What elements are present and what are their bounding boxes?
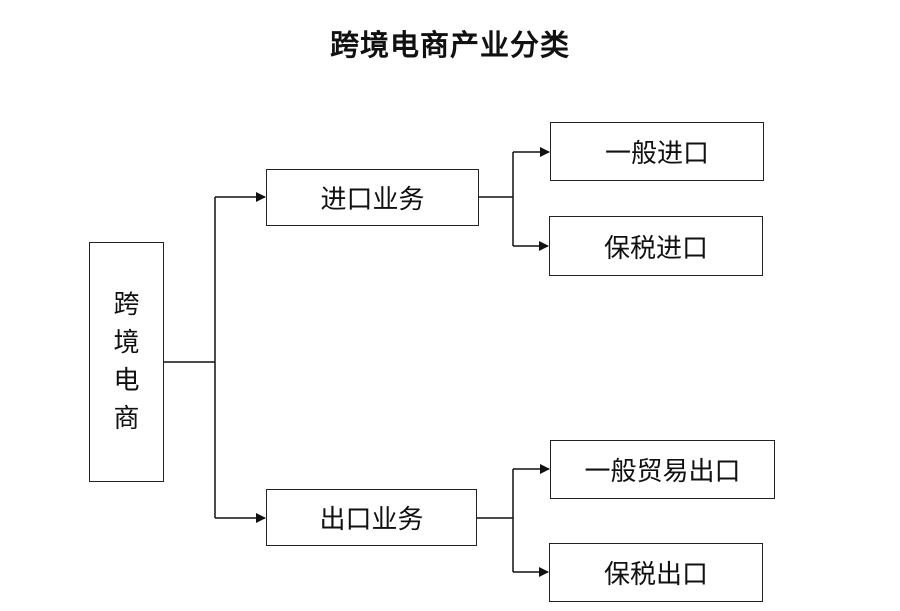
node-bonded-export: 保税出口 [549,543,763,602]
node-export: 出口业务 [266,489,477,546]
root-char: 电 [113,366,140,396]
node-bonded-import: 保税进口 [549,216,763,276]
root-char: 跨 [113,290,140,320]
diagram-title: 跨境电商产业分类 [329,28,570,62]
root-node: 跨 境 电 商 [89,242,164,482]
node-general-import: 一般进口 [550,122,764,181]
node-import: 进口业务 [266,169,479,226]
root-char: 商 [113,404,140,434]
root-char: 境 [113,328,140,358]
node-general-trade-export: 一般贸易出口 [550,440,775,499]
